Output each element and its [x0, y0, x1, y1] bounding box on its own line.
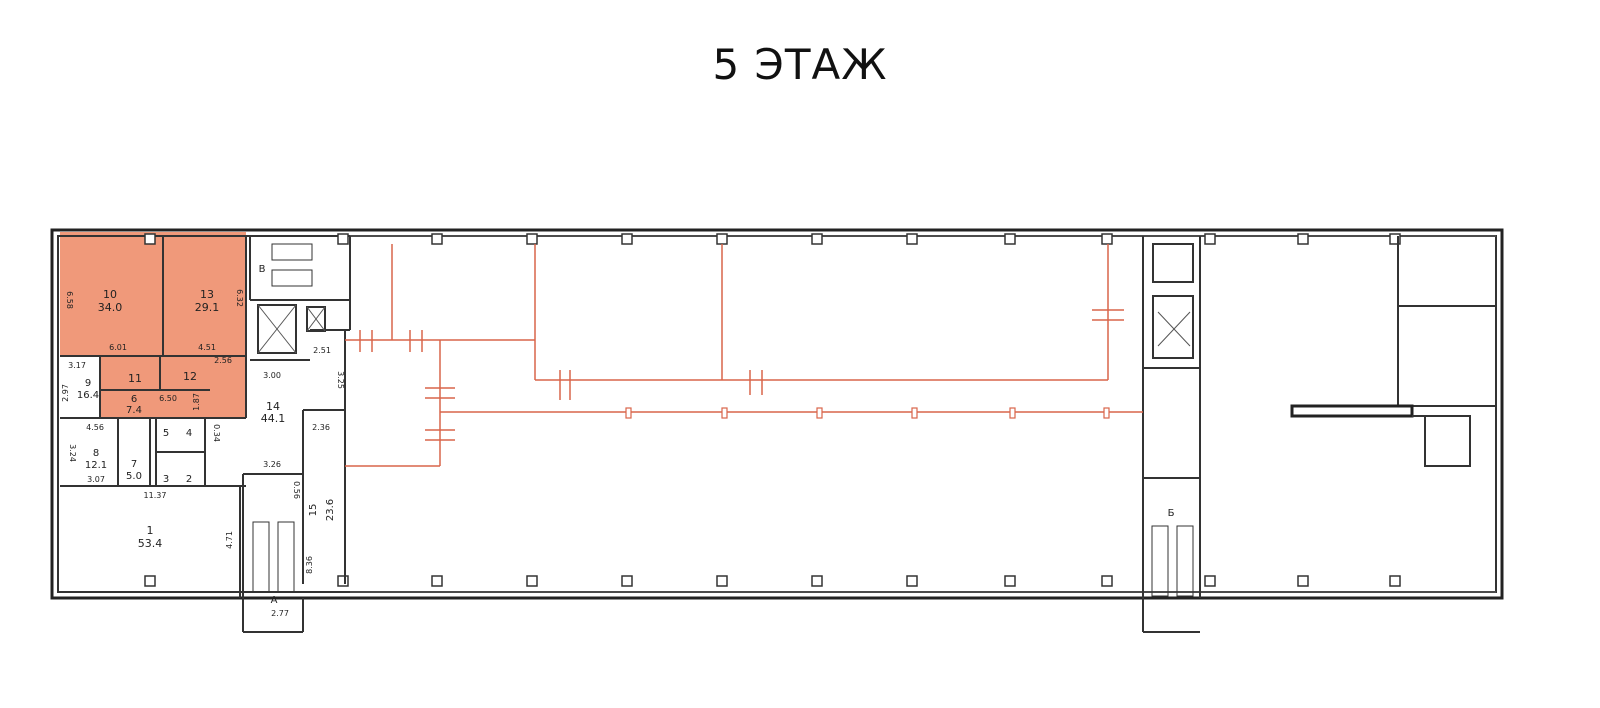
room-area: 12.1 [85, 460, 107, 471]
stair-label: В [259, 264, 266, 275]
room-area: 44.1 [261, 412, 286, 425]
dimension-label: 2.56 [214, 356, 232, 365]
room-number: 6 [131, 394, 137, 405]
dimension-label: 3.24 [68, 444, 77, 462]
interior-walls [60, 236, 1496, 633]
dimension-label: 3.17 [68, 361, 86, 370]
room-number: 15 [308, 504, 319, 517]
dimension-labels: 6.58 6.32 6.01 4.51 2.56 3.17 2.97 6.50 … [61, 289, 345, 618]
windows [350, 235, 1496, 593]
dimension-label: 0.56 [292, 481, 301, 499]
room-number: 1 [147, 524, 154, 537]
partition [1290, 404, 1414, 418]
room-area: 7.4 [126, 405, 142, 416]
dimension-label: 6.01 [109, 343, 127, 352]
room-number: 2 [186, 474, 192, 485]
dimension-label: 6.58 [65, 291, 74, 309]
room-number: 14 [266, 400, 280, 413]
dimension-label: 3.07 [87, 475, 105, 484]
network-outlets [625, 407, 1110, 419]
dimension-label: 4.51 [198, 343, 216, 352]
elevator-icon [257, 295, 1194, 359]
dimension-label: 2.51 [313, 346, 331, 355]
dimension-label: 0.34 [212, 424, 221, 442]
dimension-label: 6.50 [159, 394, 177, 403]
room-number: 10 [103, 288, 117, 301]
room-number: 9 [85, 378, 91, 389]
room-area: 16.4 [77, 390, 99, 401]
dimension-label: 6.32 [235, 289, 244, 307]
dimension-label: 8.36 [305, 556, 314, 574]
room-area: 5.0 [126, 471, 142, 482]
room-area: 53.4 [138, 537, 163, 550]
dimension-label: 3.25 [336, 371, 345, 389]
room-number: 7 [131, 459, 137, 470]
room-area: 34.0 [98, 301, 123, 314]
room-area: 29.1 [195, 301, 220, 314]
highlighted-office-area[interactable] [60, 232, 246, 418]
columns [144, 233, 1401, 587]
floor-title: 5 ЭТАЖ [712, 40, 888, 89]
room-number: 5 [163, 428, 169, 439]
stairs-icon [252, 243, 1194, 597]
stair-label: Б [1168, 508, 1175, 519]
network-lines [345, 244, 1143, 467]
dimension-label: 3.00 [263, 371, 281, 380]
dimension-label: 3.26 [263, 460, 281, 469]
dimension-label: 2.97 [61, 384, 70, 402]
room-number: 12 [183, 370, 197, 383]
room-number: 4 [186, 428, 192, 439]
shaft [1152, 243, 1194, 283]
dimension-label: 4.71 [225, 531, 234, 549]
partition [1412, 415, 1471, 467]
room-number: 11 [128, 372, 142, 385]
room-number: 3 [163, 474, 169, 485]
dimension-label: 11.37 [144, 491, 167, 500]
room-number: 8 [93, 448, 99, 459]
room-area: 23.6 [325, 499, 336, 521]
dimension-label: 2.36 [312, 423, 330, 432]
outer-wall [50, 228, 1504, 600]
room-number: 13 [200, 288, 214, 301]
stair-label: А [271, 595, 278, 606]
dimension-label: 2.77 [271, 609, 289, 618]
dimension-label: 1.87 [192, 393, 201, 411]
dimension-label: 4.56 [86, 423, 104, 432]
